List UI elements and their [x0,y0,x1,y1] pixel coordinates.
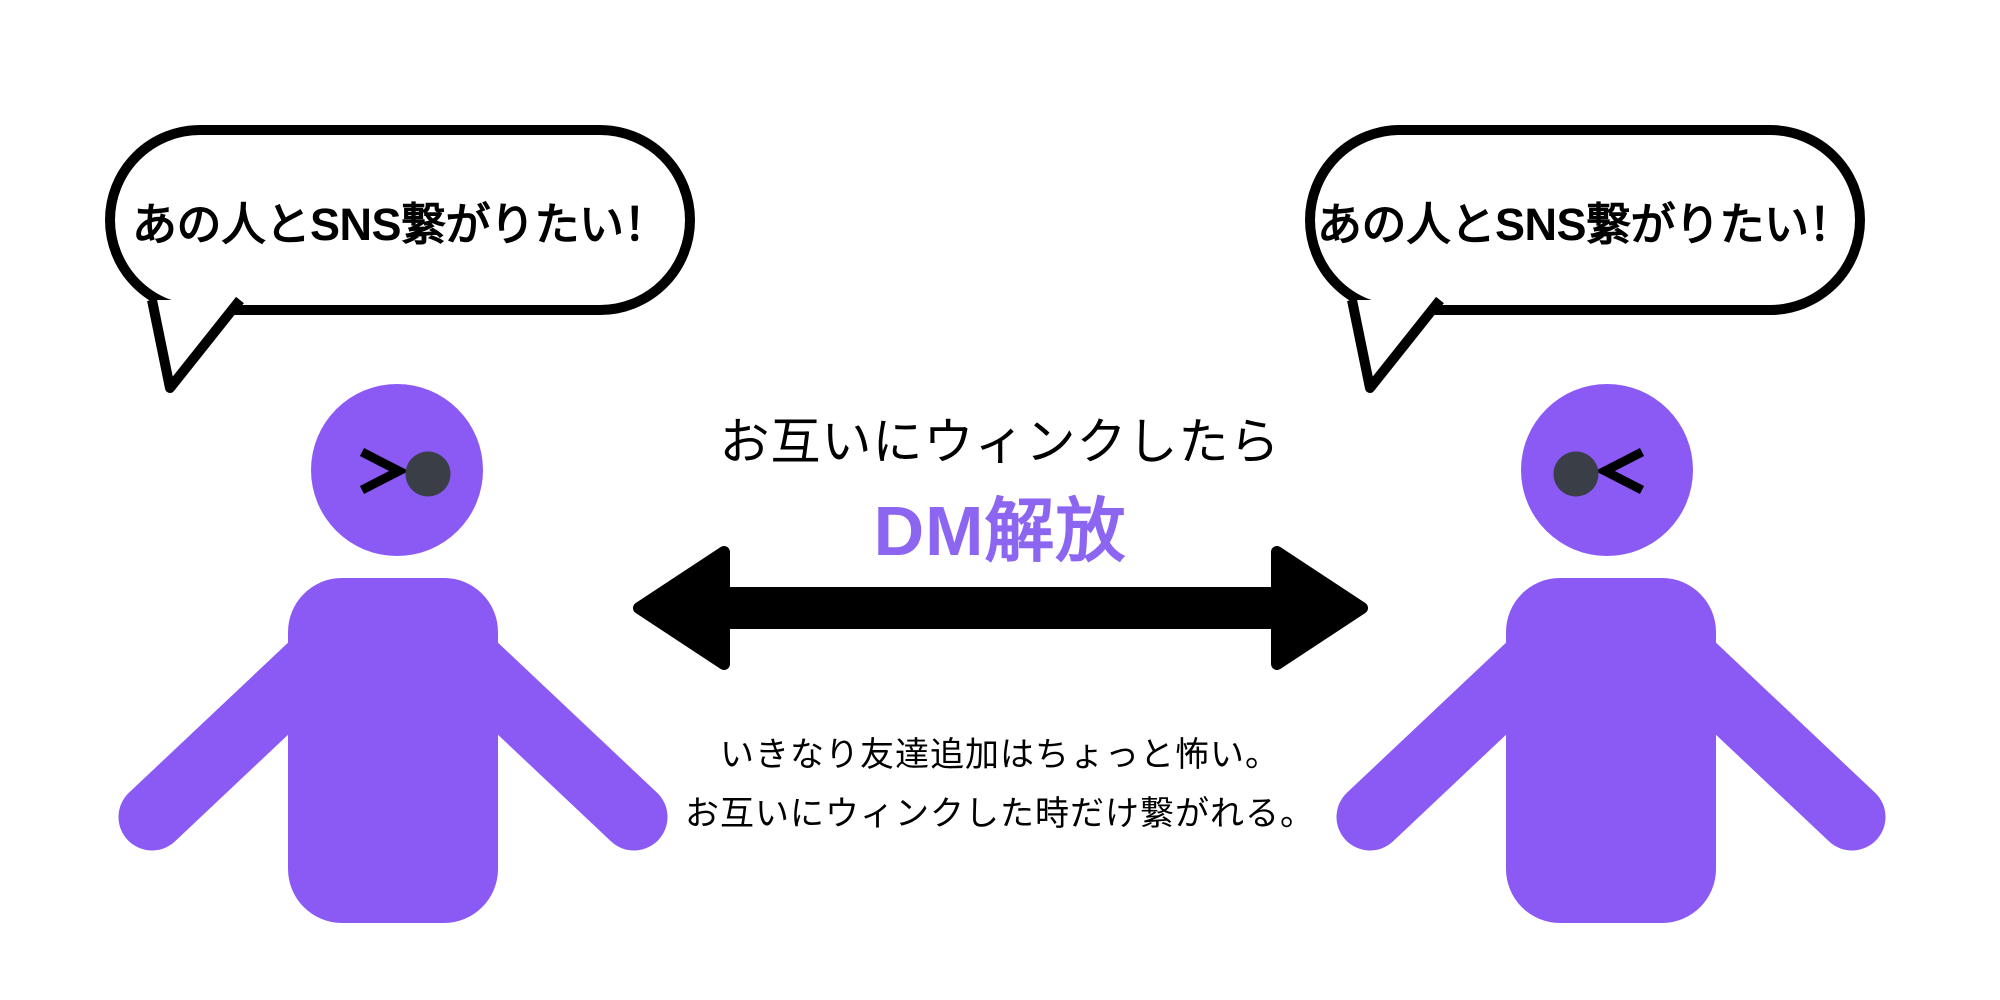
person-left-arm [118,601,379,851]
note-line-1: いきなり友達追加はちょっと怖い。 [720,736,1280,774]
open-eye-icon [1553,451,1599,497]
left-speech-bubble-tail [147,296,244,393]
person-right-arm [1336,601,1597,851]
note-line-2: お互いにウィンクした時だけ繋がれる。 [685,795,1315,833]
open-eye-icon [405,451,451,497]
speech-tail-shape [1347,296,1444,393]
person-left-arm [1625,601,1886,851]
left-speech-bubble-text: あの人とSNS繋がりたい！ [131,198,669,250]
left-person-figure winking-person-icon [118,384,668,923]
right-speech-bubble-tail [1347,296,1444,393]
person-right-arm [407,601,668,851]
double-arrow-shape [633,546,1368,670]
right-speech-bubble: あの人とSNS繋がりたい！ [1305,125,1865,315]
right-person-figure winking-person-icon [1336,384,1886,923]
right-speech-bubble-text: あの人とSNS繋がりたい！ [1316,198,1854,250]
dm-headline: DM解放 [873,492,1127,570]
left-speech-bubble: あの人とSNS繋がりたい！ [105,125,695,315]
closed-wink-eye-icon [359,447,409,495]
note-text: いきなり友達追加はちょっと怖い。 お互いにウィンクした時だけ繋がれる。 [500,726,1500,844]
closed-wink-eye-icon [1595,447,1645,495]
center-caption: お互いにウィンクしたら [719,414,1281,470]
speech-tail-shape [147,296,244,393]
double-headed-arrow-icon [633,546,1368,670]
